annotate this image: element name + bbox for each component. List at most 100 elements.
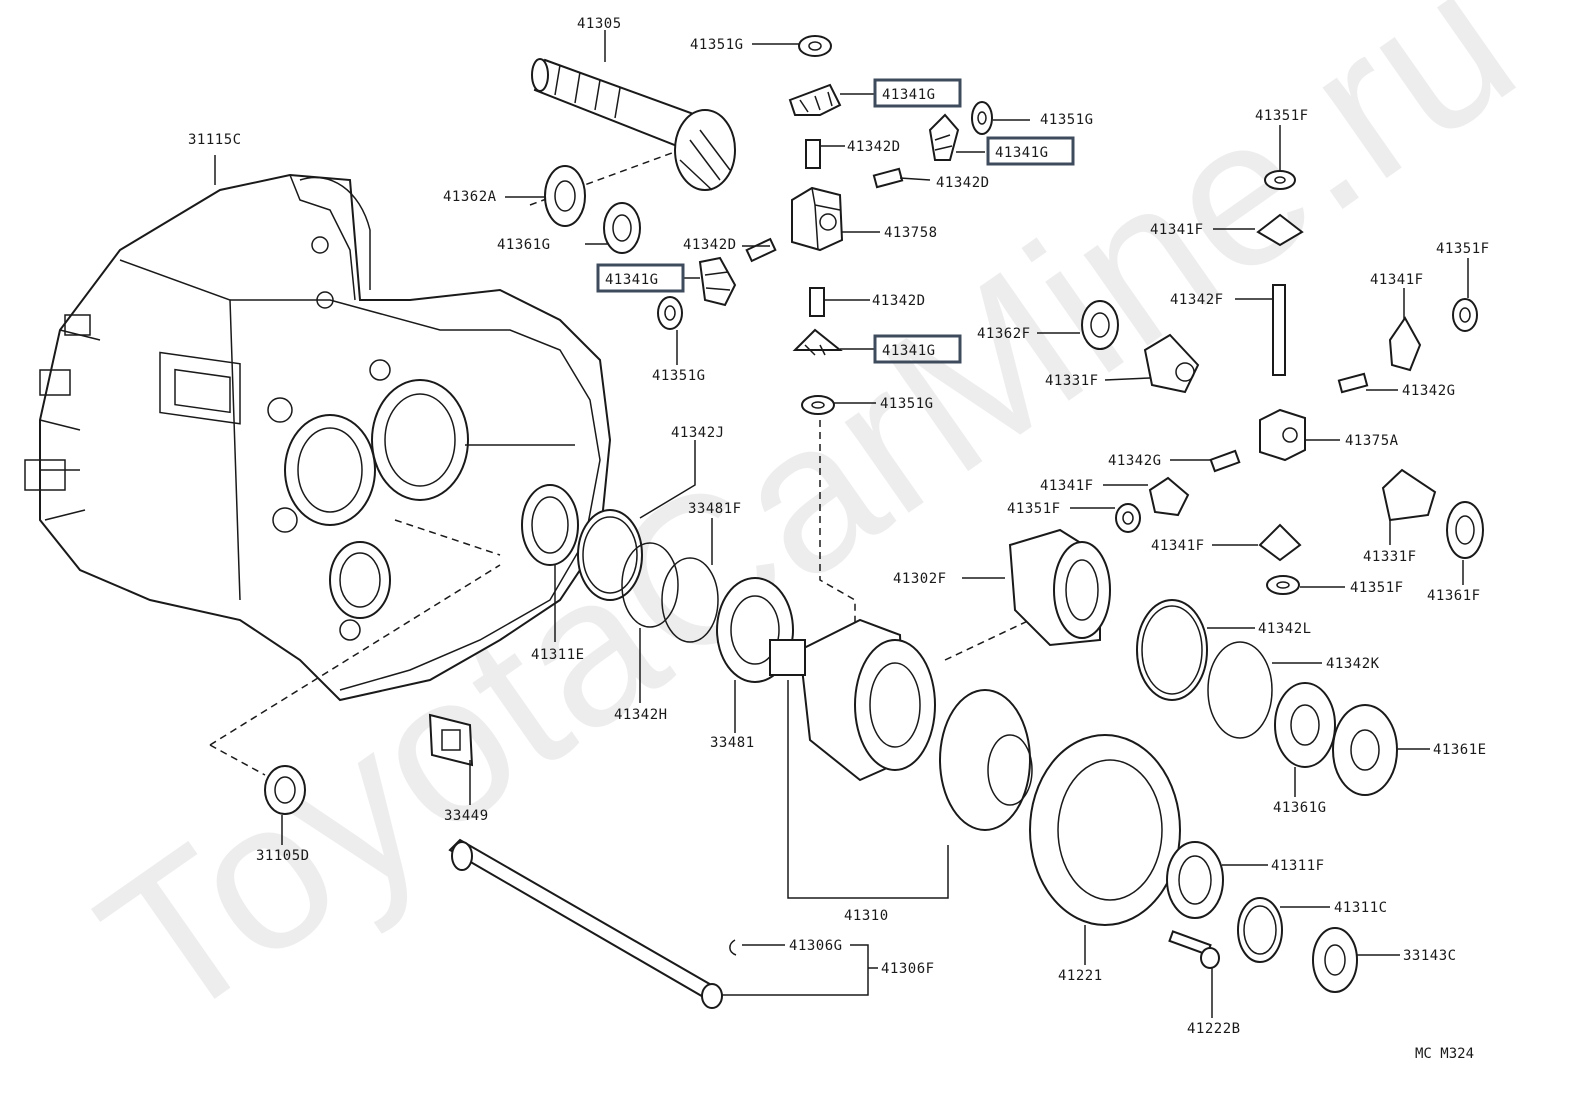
part-label[interactable]: 41311C [1334,900,1388,916]
part-label[interactable]: 41351G [880,396,934,412]
part-label[interactable]: 41331F [1045,373,1099,389]
washer-41361G-upper [603,202,641,254]
washer-41351F-right [1452,298,1478,332]
part-label[interactable]: 41351G [690,37,744,53]
part-label[interactable]: 41341F [1150,222,1204,238]
part-label[interactable]: 33481 [710,735,755,751]
shim-41342L [1136,599,1208,701]
washer-41351F-low [1266,575,1300,595]
part-label[interactable]: 33481F [688,501,742,517]
differential-case-41310 [769,618,1033,899]
part-label[interactable]: 41351F [1350,580,1404,596]
part-label[interactable]: 41351F [1255,108,1309,124]
part-label[interactable]: 41361E [1433,742,1487,758]
leader-lines [281,30,1469,1018]
part-label[interactable]: 41306G [789,938,843,954]
part-label[interactable]: 41361F [1427,588,1481,604]
washer-41351G-top [798,35,832,57]
part-label[interactable]: 41342D [847,139,901,155]
part-label[interactable]: 41306F [881,961,935,977]
washer-41351G-right [971,101,993,135]
snap-ring-41342K [1207,641,1273,739]
part-label[interactable]: 41351G [652,368,706,384]
gear-41331F-upper [1143,333,1200,394]
part-label[interactable]: 41362F [977,326,1031,342]
part-label[interactable]: 41311E [531,647,585,663]
pin-41342D-d [809,287,825,317]
part-label[interactable]: 41342L [1258,621,1312,637]
gear-41331F-lower [1381,468,1437,522]
pin-41342D-a [805,139,821,169]
part-label[interactable]: 41341F [1151,538,1205,554]
part-label-highlighted[interactable]: 41341G [882,343,936,359]
pin-41342D-b [872,167,904,189]
part-label[interactable]: 41342K [1326,656,1380,672]
part-label[interactable]: 41311F [1271,858,1325,874]
cover-41361E [1332,704,1398,796]
part-label[interactable]: 41342F [1170,292,1224,308]
part-label[interactable]: 41375A [1345,433,1399,449]
part-label[interactable]: 41362A [443,189,497,205]
highlight-boxes [596,78,1075,364]
bearing-41311E [521,484,579,566]
pinion-41341G-lower [792,328,843,356]
ring-gear-41221 [1029,734,1181,926]
part-labels: 41305 41351G 41341G 41351G 41341G 41342D… [188,16,1490,1037]
part-label[interactable]: 41342G [1108,453,1162,469]
pin-41342G-right [1337,372,1369,394]
part-label[interactable]: 41351G [1040,112,1094,128]
shim-41311C [1237,897,1283,963]
bearing-41311F [1166,841,1224,919]
part-label[interactable]: 41331F [1363,549,1417,565]
part-label[interactable]: 41302F [893,571,947,587]
shim-41342J [577,509,643,601]
diagram-code: MC M324 [1415,1046,1474,1062]
washer-41351G-left [657,296,683,330]
input-shaft-41305-drawing [531,58,736,191]
part-label-highlighted[interactable]: 41341G [882,87,936,103]
part-label[interactable]: 41351F [1007,501,1061,517]
pinion-41341G-top [788,83,842,116]
washer-41361G-lower [1274,682,1336,768]
part-label[interactable]: 41342H [614,707,668,723]
part-label[interactable]: 33143C [1403,948,1457,964]
part-label[interactable]: 31115C [188,132,242,148]
part-label[interactable]: 41310 [844,908,889,924]
case-413758 [791,186,844,252]
pin-41342D-c [745,237,777,263]
washer-41362F [1081,300,1119,350]
part-label[interactable]: 41305 [577,16,622,32]
seal-31105D [264,765,306,815]
part-label[interactable]: 41361G [1273,800,1327,816]
part-label[interactable]: 41342J [671,425,725,441]
case-41375A [1259,408,1306,462]
pin-41342G-left [1209,449,1241,473]
part-label[interactable]: 31105D [256,848,310,864]
gasket-33449 [428,713,474,767]
part-label[interactable]: 41342D [936,175,990,191]
part-label[interactable]: 413758 [884,225,938,241]
part-label[interactable]: 41361G [497,237,551,253]
part-label[interactable]: 33449 [444,808,489,824]
part-label[interactable]: 41342D [683,237,737,253]
snap-ring-33481F [661,557,719,643]
part-label[interactable]: 41341F [1370,272,1424,288]
part-label[interactable]: 41342D [872,293,926,309]
part-label-highlighted[interactable]: 41341G [995,145,1049,161]
pinion-41341F-low [1258,523,1302,562]
shaft-41342F [1272,284,1286,376]
washer-41362A [544,165,586,227]
part-label[interactable]: 41342G [1402,383,1456,399]
washer-41351F-top [1264,170,1296,190]
part-label-highlighted[interactable]: 41341G [605,272,659,288]
part-label[interactable]: 41221 [1058,968,1103,984]
part-label[interactable]: 41341F [1040,478,1094,494]
washer-41361F [1446,501,1484,559]
case-41302F [1008,528,1111,647]
part-label[interactable]: 41351F [1436,241,1490,257]
pinion-41341G-right [928,113,960,161]
part-label[interactable]: 41222B [1187,1021,1241,1037]
pinion-41341F-right [1388,316,1422,372]
washer-41351F-mid [1115,503,1141,533]
ring-41342H [621,542,679,628]
